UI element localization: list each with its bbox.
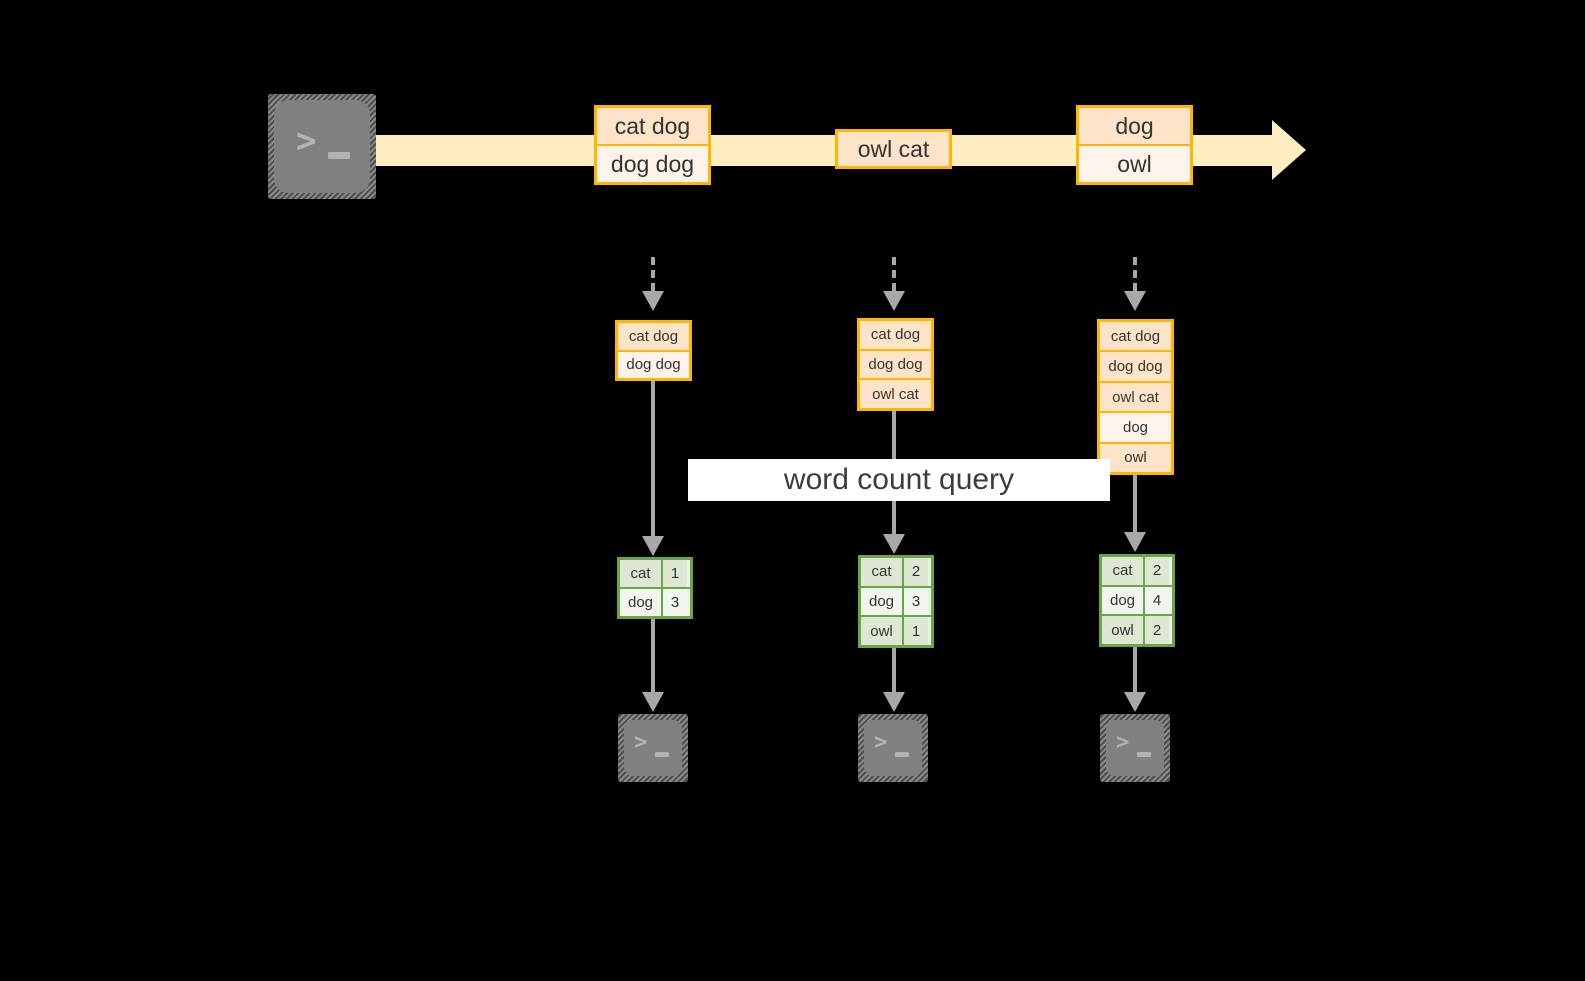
record-line: owl cat [838, 132, 949, 166]
terminal-prompt-glyph: > [874, 730, 888, 755]
result-table[interactable]: cat 2 dog 4 owl 2 [1099, 554, 1175, 647]
state-to-result-connector [1133, 475, 1137, 532]
stream-to-state-connector [1133, 257, 1137, 291]
stream-to-state-arrowhead [642, 291, 664, 311]
table-row: cat 2 [861, 558, 931, 586]
stream-to-state-connector [892, 257, 896, 291]
result-to-sink-connector [892, 648, 896, 692]
terminal-cursor-glyph [895, 752, 909, 757]
state-record-box[interactable]: cat dog dog dog owl cat [857, 318, 934, 411]
terminal-prompt-glyph: > [634, 730, 648, 755]
result-to-sink-arrowhead [883, 692, 905, 712]
record-line: owl [1079, 144, 1190, 182]
table-cell-word: cat [861, 558, 902, 586]
sink-terminal-icon: > [858, 714, 928, 782]
stream-record[interactable]: owl cat [835, 129, 952, 169]
table-cell-word: dog [861, 587, 902, 616]
terminal-prompt-glyph: > [296, 121, 317, 161]
state-line: owl cat [1100, 380, 1171, 412]
stream-arrow-head [1272, 120, 1306, 180]
state-line: cat dog [1100, 322, 1171, 351]
table-cell-count: 3 [661, 589, 687, 616]
table-row: dog 3 [861, 585, 931, 616]
result-table[interactable]: cat 2 dog 3 owl 1 [858, 555, 934, 648]
state-line: owl cat [860, 378, 931, 409]
result-table[interactable]: cat 1 dog 3 [617, 557, 693, 619]
stream-record[interactable]: cat dog dog dog [594, 105, 711, 185]
record-line: dog dog [597, 144, 708, 182]
table-cell-word: dog [1102, 586, 1143, 615]
query-banner: word count query [688, 459, 1110, 501]
sink-terminal-icon: > [1100, 714, 1170, 782]
sink-terminal-icon: > [618, 714, 688, 782]
terminal-cursor-glyph [328, 152, 350, 159]
table-row: cat 1 [620, 560, 690, 587]
state-line: dog dog [618, 349, 689, 378]
state-line: cat dog [618, 323, 689, 350]
stream-to-state-arrowhead [1124, 291, 1146, 311]
table-cell-word: cat [1102, 557, 1143, 585]
source-terminal-icon: > [268, 94, 376, 199]
state-line: cat dog [860, 321, 931, 349]
terminal-prompt-glyph: > [1116, 730, 1130, 755]
table-cell-count: 3 [902, 587, 928, 616]
result-to-sink-connector [1133, 647, 1137, 692]
table-cell-word: cat [620, 560, 661, 587]
state-record-box[interactable]: cat dog dog dog [615, 320, 692, 381]
state-to-result-arrowhead [642, 536, 664, 556]
terminal-cursor-glyph [655, 752, 669, 757]
state-line: dog dog [860, 348, 931, 379]
state-record-box[interactable]: cat dog dog dog owl cat dog owl [1097, 319, 1174, 475]
table-row: dog 3 [620, 587, 690, 616]
table-row: owl 1 [861, 615, 931, 646]
table-cell-count: 2 [1143, 616, 1169, 645]
stream-record[interactable]: dog owl [1076, 105, 1193, 185]
result-to-sink-arrowhead [1124, 692, 1146, 712]
terminal-screen: > [274, 100, 370, 193]
table-cell-count: 1 [661, 560, 687, 587]
terminal-screen: > [1106, 720, 1164, 776]
table-cell-count: 4 [1143, 586, 1169, 615]
terminal-screen: > [864, 720, 922, 776]
table-cell-count: 1 [902, 617, 928, 646]
query-banner-label: word count query [783, 463, 1015, 496]
state-to-result-arrowhead [1124, 532, 1146, 552]
record-line: cat dog [597, 108, 708, 144]
stream-to-state-connector [651, 257, 655, 291]
table-cell-word: owl [861, 617, 902, 646]
table-row: dog 4 [1102, 584, 1172, 615]
table-row: owl 2 [1102, 614, 1172, 645]
table-cell-word: owl [1102, 616, 1143, 645]
result-to-sink-arrowhead [642, 692, 664, 712]
state-line: dog [1100, 411, 1171, 442]
state-line: owl [1100, 441, 1171, 473]
state-to-result-connector [651, 381, 655, 536]
table-cell-word: dog [620, 589, 661, 616]
table-cell-count: 2 [902, 558, 928, 586]
table-row: cat 2 [1102, 557, 1172, 585]
result-to-sink-connector [651, 619, 655, 692]
table-cell-count: 2 [1143, 557, 1169, 585]
record-line: dog [1079, 108, 1190, 144]
stream-to-state-arrowhead [883, 291, 905, 311]
terminal-cursor-glyph [1137, 752, 1151, 757]
terminal-screen: > [624, 720, 682, 776]
state-to-result-arrowhead [883, 534, 905, 554]
state-line: dog dog [1100, 350, 1171, 381]
